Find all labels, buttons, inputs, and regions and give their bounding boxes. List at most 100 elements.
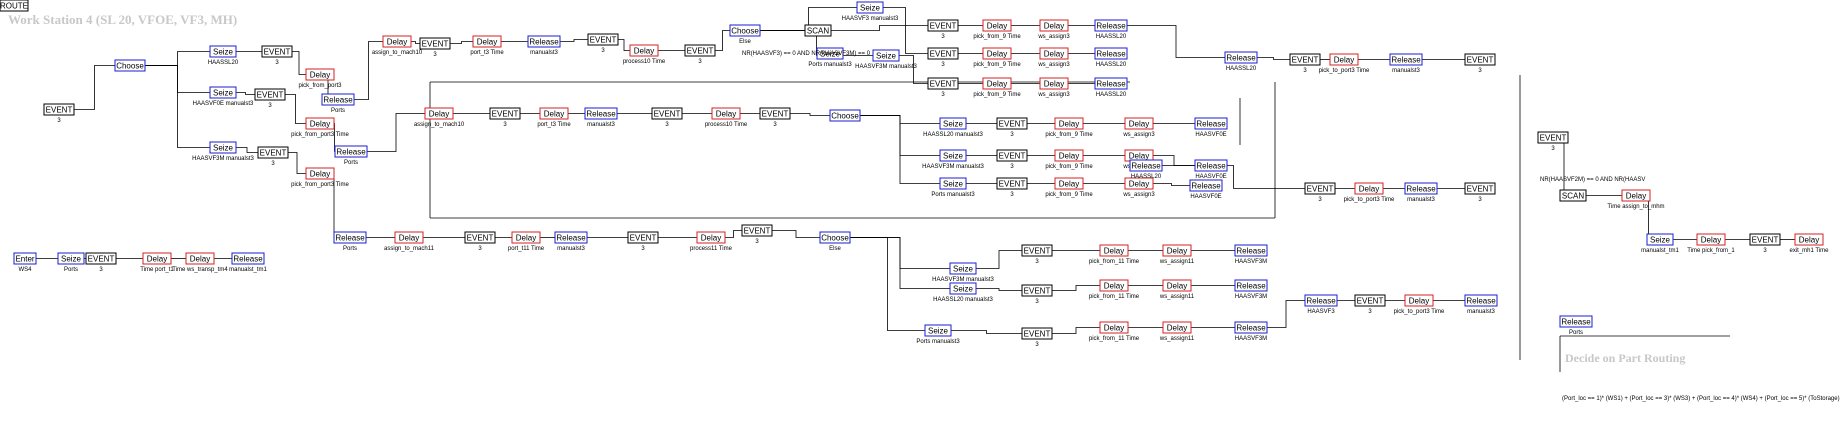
scan-block[interactable]: SCAN bbox=[1559, 189, 1587, 202]
route-block[interactable]: ROUTE bbox=[0, 0, 29, 12]
choose-block[interactable]: Choose bbox=[829, 109, 861, 122]
